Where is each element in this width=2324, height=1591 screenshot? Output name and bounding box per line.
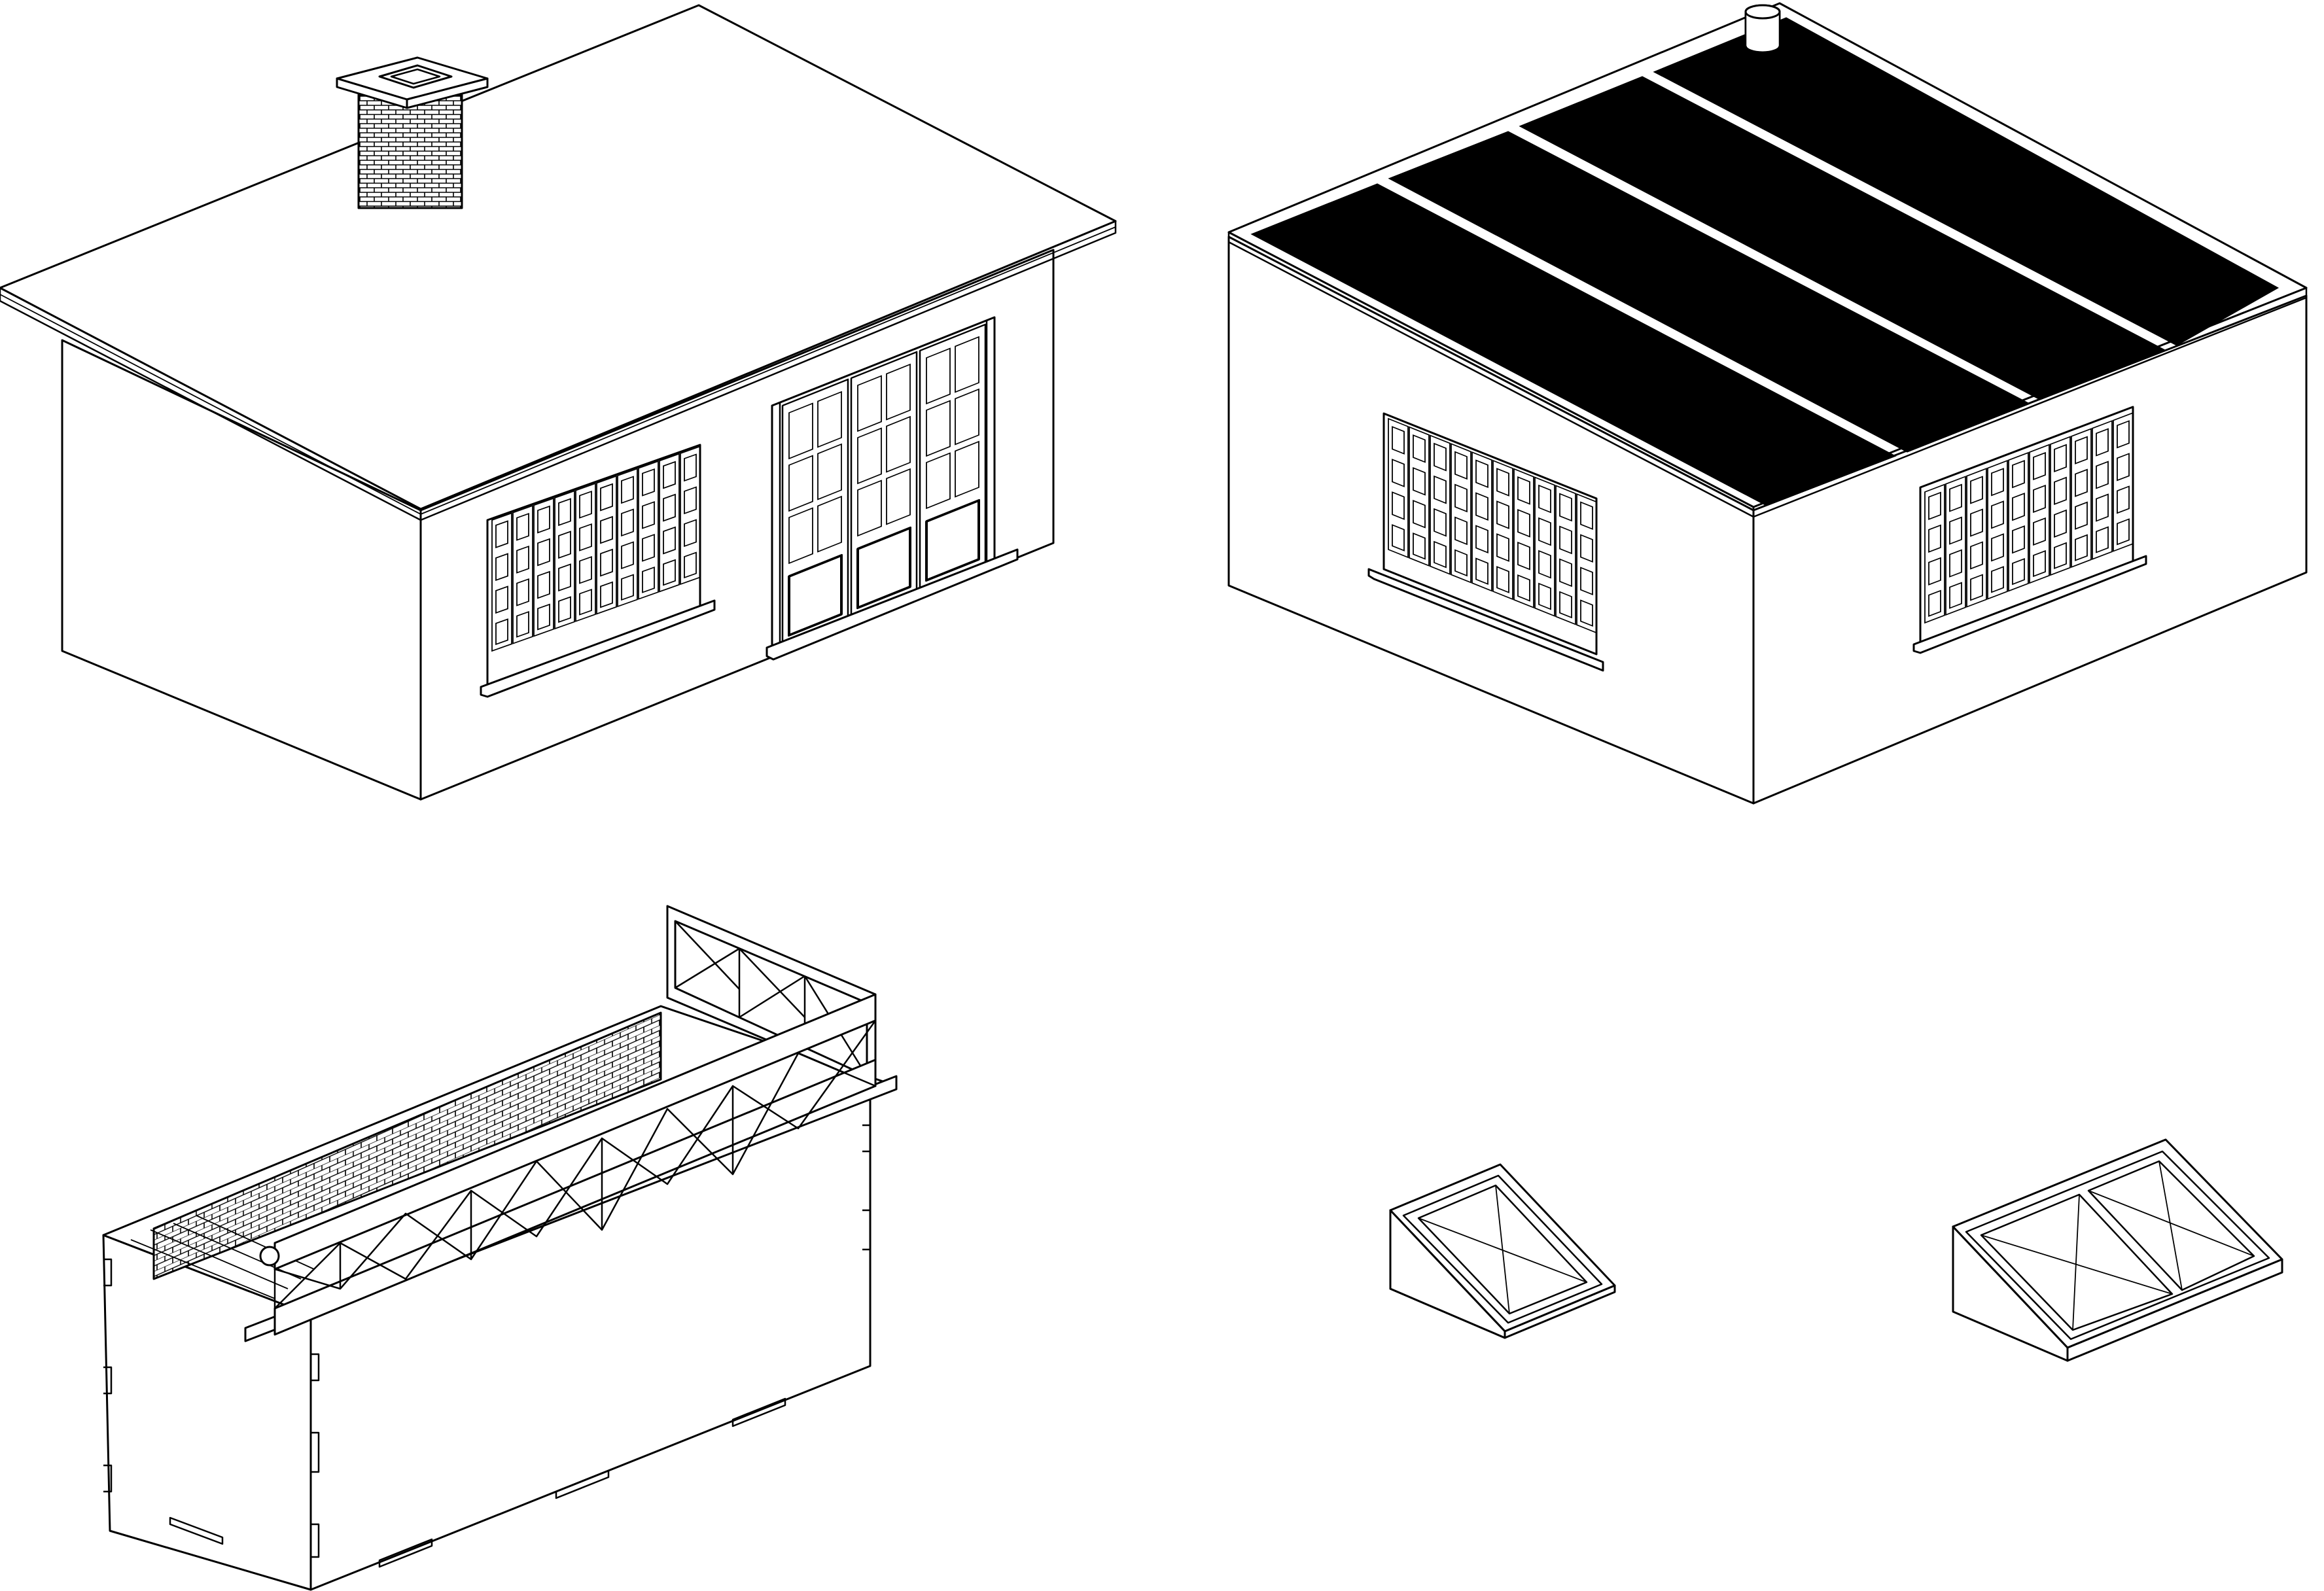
house-solar-roof (1227, 2, 2308, 805)
balcony-front-truss (259, 993, 877, 1336)
skylight-double (1952, 1138, 2283, 1362)
house1-french-doors (766, 316, 1019, 661)
skylight-single (1389, 1163, 1616, 1339)
brick-chimney (336, 56, 489, 209)
roof-vent (1744, 4, 1781, 54)
balcony-brick-wall (152, 1011, 662, 1280)
house2-window-right (1912, 406, 2147, 654)
balcony-module (102, 905, 898, 1591)
house2-window-left (1367, 412, 1604, 672)
roof-panels (1250, 17, 2280, 506)
house1-window-grille (480, 444, 716, 698)
house-pitched-roof (0, 4, 1117, 801)
